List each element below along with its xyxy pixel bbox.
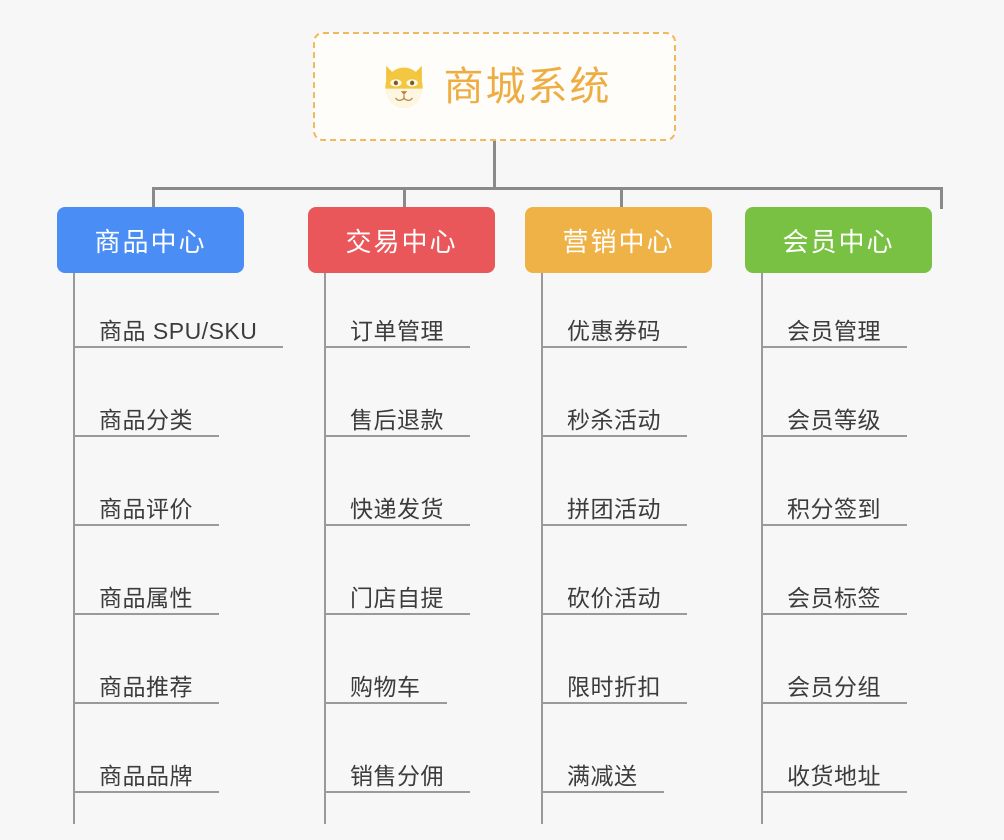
leaf-item[interactable]: 商品属性 (73, 559, 219, 615)
leaf-label: 秒杀活动 (567, 406, 661, 433)
leaf-label: 会员管理 (787, 317, 881, 344)
leaf-item[interactable]: 会员管理 (761, 292, 907, 348)
root-node[interactable]: 商城系统 (313, 32, 676, 141)
leaf-item[interactable]: 会员分组 (761, 648, 907, 704)
category-label-1: 商品中心 (94, 226, 207, 257)
leaf-item[interactable]: 快递发货 (324, 470, 470, 526)
leaf-label: 收货地址 (787, 762, 881, 789)
leaf-label: 商品分类 (99, 406, 193, 433)
leaf-item[interactable]: 秒杀活动 (541, 381, 687, 437)
category-label-4: 会员中心 (782, 226, 895, 257)
branch-trunk-2 (324, 273, 326, 824)
leaf-item[interactable]: 会员标签 (761, 559, 907, 615)
connector-horizontal-bus (152, 187, 942, 190)
leaf-label: 快递发货 (350, 495, 444, 522)
connector-drop-1 (152, 187, 155, 209)
leaf-label: 商品属性 (99, 584, 193, 611)
leaf-item[interactable]: 商品推荐 (73, 648, 219, 704)
dog-face-emoji (384, 65, 423, 108)
connector-drop-3 (620, 187, 623, 209)
leaf-label: 商品推荐 (99, 673, 193, 700)
leaf-item[interactable]: 商品评价 (73, 470, 219, 526)
root-title: 商城系统 (443, 64, 612, 109)
leaf-label: 砍价活动 (567, 584, 661, 611)
leaf-label: 会员等级 (787, 406, 881, 433)
branch-trunk-1 (73, 273, 75, 824)
leaf-item[interactable]: 售后退款 (324, 381, 470, 437)
category-box-1[interactable]: 商品中心 (57, 207, 244, 273)
leaf-item[interactable]: 商品品牌 (73, 737, 219, 793)
category-label-3: 营销中心 (562, 226, 675, 257)
leaf-label: 限时折扣 (567, 673, 661, 700)
leaf-label: 拼团活动 (567, 495, 661, 522)
connector-drop-2 (403, 187, 406, 209)
category-label-2: 交易中心 (345, 226, 458, 257)
leaf-item[interactable]: 限时折扣 (541, 648, 687, 704)
leaf-label: 商品 SPU/SKU (99, 317, 258, 344)
leaf-label: 会员分组 (787, 673, 881, 700)
leaf-label: 订单管理 (350, 317, 444, 344)
leaf-label: 优惠券码 (567, 317, 661, 344)
category-box-4[interactable]: 会员中心 (745, 207, 932, 273)
leaf-label: 满减送 (567, 762, 638, 789)
leaf-label: 积分签到 (787, 495, 881, 522)
leaf-item[interactable]: 商品分类 (73, 381, 219, 437)
category-box-2[interactable]: 交易中心 (308, 207, 495, 273)
category-box-3[interactable]: 营销中心 (525, 207, 712, 273)
branch-trunk-4 (761, 273, 763, 824)
leaf-label: 售后退款 (350, 406, 444, 433)
leaf-item[interactable]: 积分签到 (761, 470, 907, 526)
connector-root-stem (493, 141, 496, 189)
leaf-item[interactable]: 销售分佣 (324, 737, 470, 793)
leaf-label: 会员标签 (787, 584, 881, 611)
leaf-label: 销售分佣 (350, 762, 444, 789)
leaf-label: 商品品牌 (99, 762, 193, 789)
leaf-label: 商品评价 (99, 495, 193, 522)
leaf-item[interactable]: 门店自提 (324, 559, 470, 615)
leaf-label: 购物车 (350, 673, 421, 700)
leaf-item[interactable]: 收货地址 (761, 737, 907, 793)
leaf-item[interactable]: 砍价活动 (541, 559, 687, 615)
leaf-item[interactable]: 购物车 (324, 648, 447, 704)
leaf-label: 门店自提 (350, 584, 444, 611)
branch-trunk-3 (541, 273, 543, 824)
leaf-item[interactable]: 拼团活动 (541, 470, 687, 526)
leaf-item[interactable]: 商品 SPU/SKU (73, 292, 283, 348)
leaf-item[interactable]: 订单管理 (324, 292, 470, 348)
leaf-item[interactable]: 满减送 (541, 737, 664, 793)
leaf-item[interactable]: 优惠券码 (541, 292, 687, 348)
leaf-item[interactable]: 会员等级 (761, 381, 907, 437)
connector-drop-4 (940, 187, 943, 209)
